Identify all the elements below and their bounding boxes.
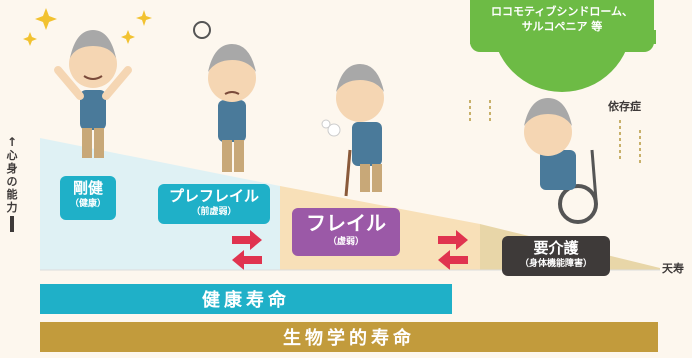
stage-prefrail-sub: （前虚弱）: [191, 207, 237, 217]
stage-frail-title: フレイル: [306, 211, 386, 235]
stage-prefrail: プレフレイル （前虚弱）: [158, 184, 270, 224]
elder-wheelchair-figure: [524, 98, 598, 224]
stage-healthy-sub: （健康）: [69, 199, 106, 209]
elder-healthy-figure: [54, 30, 132, 158]
dependency-label: 依存症: [608, 100, 641, 113]
transition-arrows-2: [438, 230, 468, 270]
stage-frail-sub: （虚弱）: [327, 237, 364, 247]
stage-frail: フレイル （虚弱）: [292, 208, 400, 256]
transition-arrows-1: [232, 230, 262, 270]
axis-up-arrow-icon: ↑: [6, 135, 18, 149]
axis-line: [10, 216, 14, 232]
sparkle-icons: [23, 8, 152, 46]
stage-care-sub: （身体機能障害）: [519, 259, 592, 269]
gear-icon: [470, 0, 656, 92]
stage-prefrail-title: プレフレイル: [168, 187, 259, 205]
decline-arrows: [469, 100, 641, 164]
biological-lifespan-bar: 生物学的寿命: [40, 322, 658, 352]
axis-label: ↑ 心身の能力: [4, 136, 20, 232]
stage-healthy: 剛健 （健康）: [60, 176, 116, 220]
stage-healthy-title: 剛健: [72, 179, 103, 197]
gear-text-line1: ロコモティブシンドローム、: [490, 5, 633, 18]
elder-frail-figure: [321, 64, 384, 197]
stage-care-title: 要介護: [533, 239, 579, 257]
gear-text: ロコモティブシンドローム、 サルコペニア 等: [474, 4, 650, 34]
elder-prefrail-figure: [193, 21, 256, 172]
stage-care: 要介護 （身体機能障害）: [502, 236, 610, 276]
gear-text-line2: サルコペニア 等: [521, 20, 603, 33]
axis-label-text: 心身の能力: [6, 149, 18, 214]
end-of-life-label: 天寿: [662, 262, 684, 275]
healthy-lifespan-bar: 健康寿命: [40, 284, 452, 314]
